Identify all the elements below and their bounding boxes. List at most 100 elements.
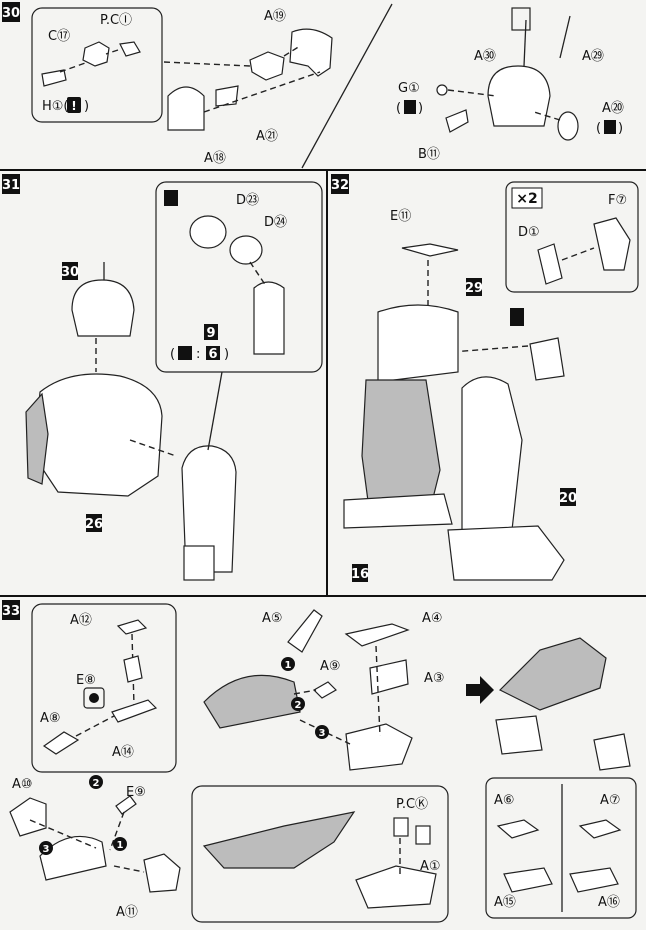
part-e9 — [115, 795, 137, 815]
ref-badge-16 — [352, 564, 368, 582]
label-a16: A⑯ — [598, 895, 620, 910]
next-arrow-icon — [466, 676, 494, 704]
label-a7: A⑦ — [600, 793, 621, 808]
label-e11: E⑪ — [390, 209, 411, 224]
label-a1: A① — [420, 859, 441, 874]
step33-bottom-inset — [191, 785, 449, 923]
label-a30: A㉚ — [474, 49, 496, 64]
part-g1 — [436, 84, 448, 96]
ref-number-16: 16 — [351, 567, 369, 582]
label-a20-paren-close: ) — [618, 121, 623, 136]
arrow-e9 — [109, 811, 125, 851]
step-number-30: 30 — [2, 6, 20, 21]
step-30-panel: 30 C⑰ P.CⒾ H①( ! ) A⑲ A㉑ A⑱ A㉚ A㉙ — [2, 2, 624, 169]
label-d24: D㉔ — [264, 215, 287, 230]
arrow-arm-attach — [129, 439, 177, 457]
mirror-icon-step31 — [164, 190, 178, 206]
part-a15 — [503, 867, 553, 893]
label-a3: A③ — [424, 671, 445, 686]
label-a9: A⑨ — [320, 659, 341, 674]
part-a16 — [569, 867, 619, 893]
arrow-a8 — [75, 715, 115, 737]
label-d1: D① — [518, 225, 540, 240]
part-a6 — [496, 819, 540, 839]
label-h1: H①( — [42, 99, 69, 114]
dot-icon — [89, 693, 99, 703]
order-badge-1b — [281, 657, 295, 671]
part-head-placed — [71, 279, 135, 337]
note-paren-close: ) — [224, 347, 229, 362]
part-f7 — [593, 217, 631, 271]
part-a21 — [215, 85, 239, 107]
ref-badge-26 — [86, 514, 102, 532]
mirror-icon-step32 — [510, 308, 524, 326]
step-32-panel: 32 ×2 F⑦ D① E⑪ 29 16 20 — [331, 174, 639, 582]
ref-number-26: 26 — [85, 517, 103, 532]
step33-right-inset — [485, 777, 637, 919]
order-number-3b: 3 — [319, 728, 326, 739]
part-a14-gun — [111, 699, 158, 723]
order-badge-3b — [315, 725, 329, 739]
part-shoulder-armor — [529, 337, 565, 381]
label-d23: D㉓ — [236, 193, 259, 208]
label-a6: A⑥ — [494, 793, 515, 808]
label-pc-k: P.CⓀ — [396, 797, 428, 812]
part-a5 — [287, 609, 323, 653]
step-number-33: 33 — [2, 604, 20, 619]
step-badge-32 — [331, 174, 349, 194]
label-a12: A⑫ — [70, 613, 92, 628]
part-assembled-vehicle — [498, 637, 607, 711]
arrow-a4 — [375, 645, 381, 737]
part-pck-2 — [415, 825, 431, 845]
part-a3 — [369, 659, 409, 695]
part-a8 — [42, 731, 80, 755]
rotate-icon — [178, 346, 192, 360]
label-a15: A⑮ — [494, 895, 516, 910]
part-a1 — [355, 865, 437, 909]
label-a14: A⑭ — [112, 745, 134, 760]
part-h1 — [41, 69, 67, 87]
step31-inset-box — [155, 181, 323, 373]
part-foot-right — [447, 525, 565, 581]
step-badge-33 — [2, 600, 20, 620]
warning-icon — [67, 97, 81, 113]
arrow-to-a19 — [283, 45, 301, 57]
label-g1: G① — [398, 81, 420, 96]
part-pc-i — [119, 41, 141, 57]
note-colon: : — [196, 347, 200, 362]
step30-inset-box — [31, 7, 163, 123]
part-foot-left — [343, 493, 453, 529]
mirror-icon-a20 — [604, 120, 616, 134]
arrow-a10 — [29, 819, 97, 849]
antenna-a29 — [559, 15, 571, 59]
label-a20-paren-open: ( — [596, 121, 601, 136]
warning-mark: ! — [71, 99, 76, 113]
part-b11 — [445, 109, 469, 133]
ref-number-20: 20 — [559, 491, 577, 506]
ref-number-30: 30 — [61, 265, 79, 280]
part-torso — [33, 373, 163, 497]
step-number-31: 31 — [2, 178, 20, 193]
part-head-assembly — [487, 65, 551, 127]
arrow-inset-to-head — [163, 61, 251, 67]
order-number-3a: 3 — [43, 844, 50, 855]
arrow-a18-chain — [203, 71, 321, 113]
label-c17: C⑰ — [48, 29, 70, 44]
part-e8 — [123, 655, 143, 683]
note-paren-open: ( — [170, 347, 175, 362]
label-a5: A⑤ — [262, 611, 283, 626]
label-a10: A⑩ — [12, 777, 33, 792]
part-c17-piece — [82, 41, 110, 67]
label-a18: A⑱ — [204, 151, 226, 166]
part-a9 — [313, 681, 337, 699]
ref-badge-20 — [560, 488, 576, 506]
part-d24 — [229, 235, 263, 265]
multiplier-badge — [511, 187, 543, 209]
note-number-6: 6 — [208, 347, 217, 362]
label-b11: B⑪ — [418, 147, 440, 162]
panel-borders — [0, 169, 646, 597]
order-number-1a: 1 — [117, 840, 124, 851]
step30-divider — [301, 3, 393, 169]
arrow-armor — [451, 345, 529, 353]
ref-badge-6 — [206, 346, 220, 360]
